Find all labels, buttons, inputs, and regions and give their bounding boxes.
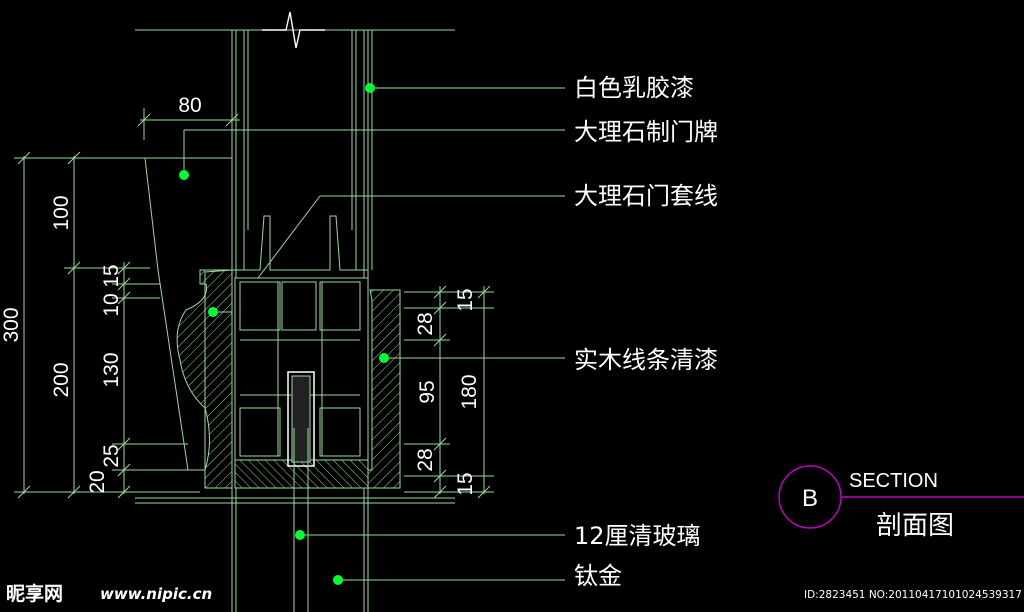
watermark-id: ID:2823451 NO:20110417101024539317 <box>804 589 1022 601</box>
dim-left-a: 10 <box>100 293 123 316</box>
leader-dots <box>179 83 389 585</box>
watermark-url: www.nipic.cn <box>100 585 212 603</box>
dim-right-e: 28 <box>414 448 437 471</box>
glass-channel-fill <box>291 375 311 463</box>
section-english: SECTION <box>849 470 938 492</box>
dim-left-d: 25 <box>100 444 123 467</box>
right-moulding-hatch <box>367 289 401 489</box>
section-chinese: 剖面图 <box>876 511 954 541</box>
dim-top-width: 80 <box>178 94 201 117</box>
glass-panel-lines <box>135 428 455 612</box>
wall-lines <box>135 29 455 278</box>
dim-left-b: 15 <box>100 264 123 287</box>
leader-dot <box>295 530 305 540</box>
casing-top-profile <box>231 215 369 278</box>
label-solid-wood-strip: 实木线条清漆 <box>574 346 718 374</box>
glass-channel <box>287 371 315 467</box>
dim-left-e: 20 <box>86 470 109 493</box>
dimension-lines <box>14 108 494 499</box>
left-moulding-hatch <box>176 269 233 489</box>
dim-right-c: 95 <box>416 380 439 403</box>
leader-dot <box>179 170 189 180</box>
label-clear-glass: 12厘清玻璃 <box>574 522 701 550</box>
watermark: 昵享网 www.nipic.cn ID:2823451 NO:201104171… <box>6 582 1022 605</box>
dim-left-lower: 200 <box>50 362 73 397</box>
label-white-latex-paint: 白色乳胶漆 <box>574 74 694 102</box>
leader-dot <box>208 307 218 317</box>
leader-dot <box>379 353 389 363</box>
watermark-logo: 昵享网 <box>6 582 63 605</box>
section-marker: B SECTION 剖面图 <box>778 465 1024 541</box>
door-frame-core <box>234 277 369 489</box>
dim-right-d: 180 <box>458 374 481 409</box>
dim-right-a: 15 <box>454 288 477 311</box>
material-labels: 白色乳胶漆 大理石制门牌 大理石门套线 实木线条清漆 12厘清玻璃 钛金 <box>574 74 718 590</box>
label-marble-door-plate: 大理石制门牌 <box>574 118 718 146</box>
dim-left-overall: 300 <box>0 307 23 342</box>
leader-lines <box>183 87 565 581</box>
break-line-symbol <box>262 11 325 49</box>
dim-right-f: 15 <box>454 472 477 495</box>
label-titanium-gold: 钛金 <box>574 562 622 590</box>
label-marble-door-casing: 大理石门套线 <box>574 182 718 210</box>
leader-dot <box>365 83 375 93</box>
dimension-texts: 80 300 100 200 10 15 130 25 20 15 28 95 … <box>0 94 481 496</box>
dim-left-upper: 100 <box>50 195 73 230</box>
dim-right-b: 28 <box>414 312 437 335</box>
dim-left-c: 130 <box>100 352 123 387</box>
section-letter: B <box>802 485 818 512</box>
leader-dot <box>333 575 343 585</box>
